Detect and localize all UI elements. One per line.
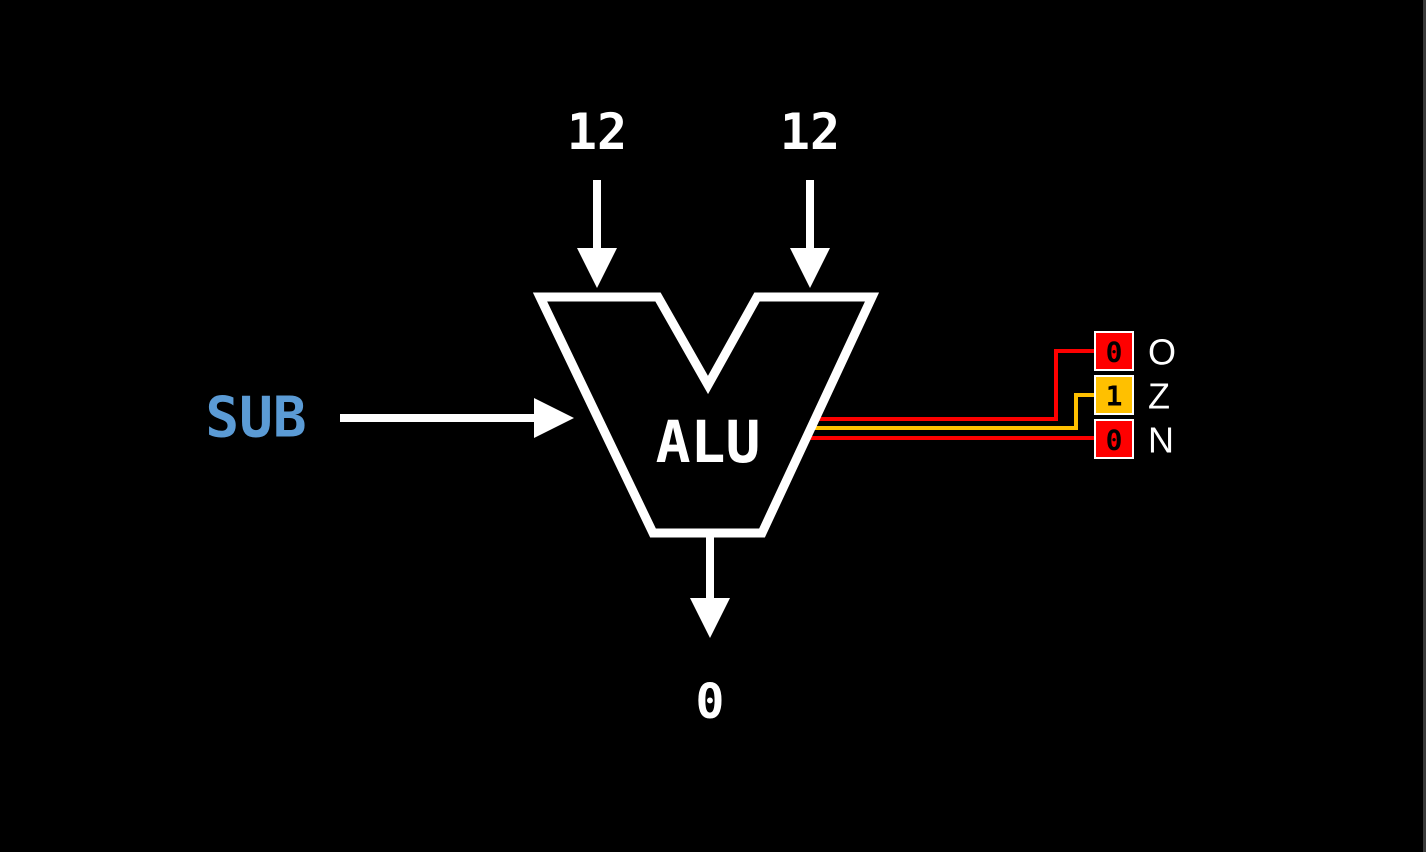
flag-box-zero xyxy=(1094,375,1134,415)
operation-label: SUB xyxy=(205,386,306,451)
flag-box-negative xyxy=(1094,419,1134,459)
alu-body xyxy=(532,292,880,538)
flag-value-negative: 0 xyxy=(1106,424,1123,457)
flag-wire-zero xyxy=(809,393,1098,430)
alu-label: ALU xyxy=(656,408,761,476)
flag-wire-overflow xyxy=(812,349,1098,421)
flag-label-zero: Z xyxy=(1148,376,1170,417)
input-a-value: 12 xyxy=(567,103,627,161)
flag-label-overflow: O xyxy=(1148,332,1176,373)
flag-value-zero: 1 xyxy=(1106,380,1123,413)
input-b-value: 12 xyxy=(780,103,840,161)
screen-right-edge xyxy=(1423,0,1426,852)
flag-value-overflow: 0 xyxy=(1106,336,1123,369)
output-value: 0 xyxy=(696,674,725,730)
flag-label-negative: N xyxy=(1148,420,1174,461)
flag-box-overflow xyxy=(1094,331,1134,371)
